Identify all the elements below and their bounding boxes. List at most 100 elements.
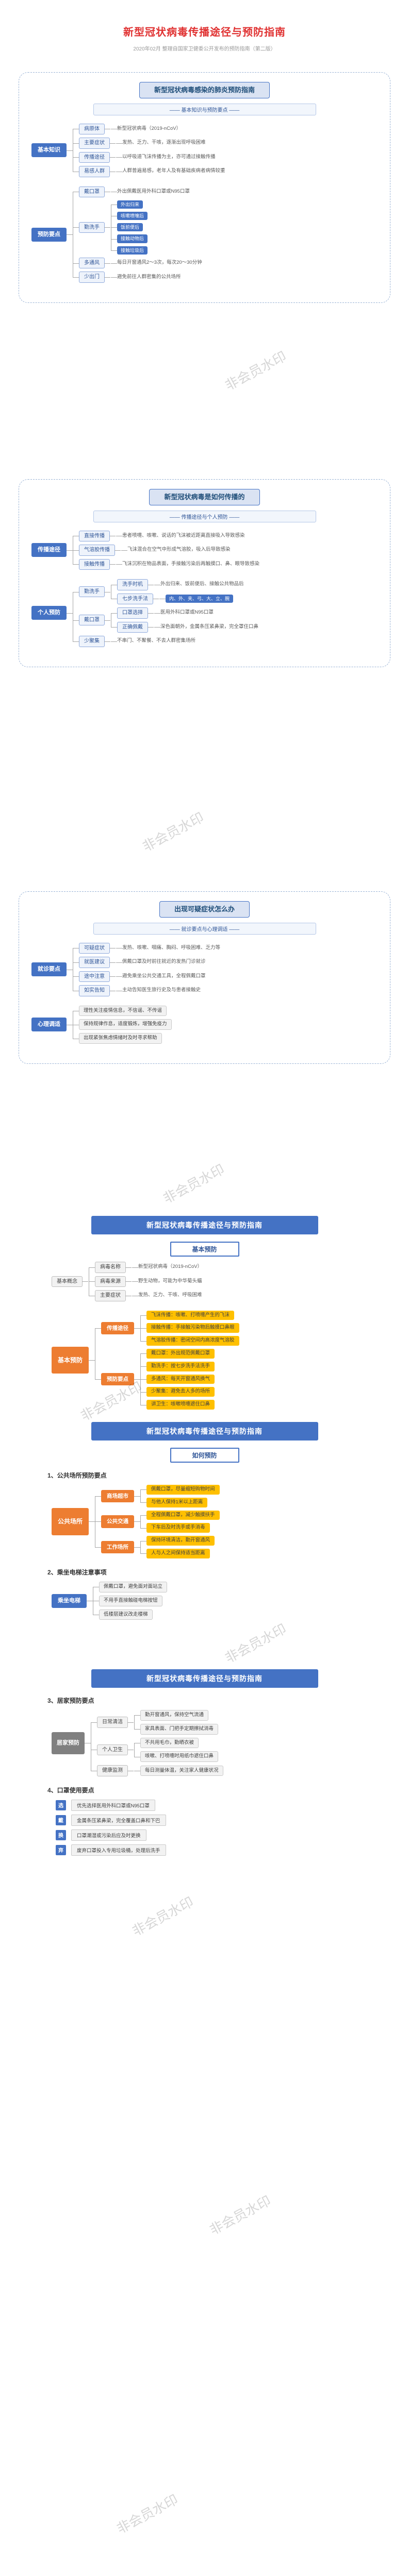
mindmap-node: 正确佩戴: [117, 621, 154, 633]
tree-child: 不共用毛巾，勤晒衣被: [134, 1737, 218, 1750]
tree-child: 新型冠状病毒（2019-nCoV）: [111, 125, 181, 133]
watermark: 非会员水印: [160, 1161, 227, 1207]
tree-branch: 医用外科口罩或N95口罩: [160, 609, 214, 617]
tree-children: 戴口罩外出佩戴医用外科口罩或N95口罩勤洗手外出归来咳嗽喷嚏后饭前便后接触动物后…: [73, 186, 202, 283]
tree-children: 人群普遍易感，老年人及有基础疾病者病情较重: [116, 167, 225, 175]
mindmap-node: 公共场所: [52, 1508, 95, 1535]
mindmap-node: 口罩选择: [117, 607, 154, 619]
tree-branch: 传播途径直接传播患者喷嚏、咳嗽、说话的飞沫被近距离直接吸入导致感染气溶胶传播飞沫…: [31, 530, 382, 570]
tree-branch: 就诊要点可疑症状发热、咳嗽、咽痛、胸闷、呼吸困难、乏力等就医建议佩戴口罩及时前往…: [31, 942, 382, 996]
mindmap-node: 心理调适: [31, 1018, 73, 1032]
mask-step-badge: 戴: [56, 1815, 66, 1825]
section-symptoms: 出现可疑症状怎么办 —— 就诊要点与心理调适 —— 就诊要点可疑症状发热、咳嗽、…: [19, 891, 390, 1064]
tree-branch: 气溶胶传播：密闭空间内高浓度气溶胶: [146, 1336, 239, 1346]
tree-branch: 飞沫传播：咳嗽、打喷嚏产生的飞沫: [146, 1310, 235, 1320]
mindmap-node: 新型冠状病毒（2019-nCoV）: [117, 125, 182, 131]
tree-child: 飞沫沉积在物品表面，手接触污染后再触摸口、鼻、眼导致感染: [116, 561, 259, 568]
tree-child: 勤洗手：按七步洗手法洗手: [140, 1360, 215, 1373]
tree-children: 外出归来咳嗽喷嚏后饭前便后接触动物后接触垃圾后: [111, 200, 148, 255]
tree-branch: 避免前往人群密集的公共场所: [117, 274, 181, 281]
mindmap-node: 基本知识: [31, 143, 73, 157]
tree-child: 避免乘坐公共交通工具，全程佩戴口罩: [116, 973, 206, 980]
mindmap-node: 戴口罩: [79, 614, 110, 626]
tree-children: 佩戴口罩及时前往就近的发热门诊就诊: [116, 958, 206, 966]
mindmap-prevention-points: 预防要点戴口罩外出佩戴医用外科口罩或N95口罩勤洗手外出归来咳嗽喷嚏后饭前便后接…: [31, 186, 382, 283]
mindmap-node: 飞沫沉积在物品表面，手接触污染后再触摸口、鼻、眼导致感染: [122, 561, 260, 567]
tree-branch: 接触动物后: [117, 234, 148, 243]
tree-branch: 少出门避免前往人群密集的公共场所: [79, 272, 181, 283]
tree-children: 深色面朝外，金属条压紧鼻梁，完全罩住口鼻: [154, 623, 258, 631]
tree-children: 保持环境清洁，勤开窗通风人与人之间保持适当距离: [140, 1536, 215, 1558]
tree-child: 口罩选择医用外科口罩或N95口罩: [111, 607, 258, 620]
mindmap-basic-concept: 基本概念病毒名称新型冠状病毒（2019-nCoV）病毒来源野生动物，可能为中华菊…: [52, 1262, 390, 1301]
tree-branch: 戴口罩口罩选择医用外科口罩或N95口罩正确佩戴深色面朝外，金属条压紧鼻梁，完全罩…: [79, 607, 258, 633]
tree-branch: 保持环境清洁，勤开窗通风: [146, 1536, 215, 1546]
mindmap-node: 病原体: [79, 123, 110, 135]
tree-branch: 内、外、夹、弓、大、立、腕: [166, 595, 234, 603]
section-transmission: 新型冠状病毒是如何传播的 —— 传播途径与个人预防 —— 传播途径直接传播患者喷…: [19, 479, 390, 667]
tree-child: 医用外科口罩或N95口罩: [154, 609, 214, 617]
mindmap-node: 下车后及时洗手或手消毒: [146, 1523, 210, 1533]
tree-branch: 途中注意避免乘坐公共交通工具，全程佩戴口罩: [79, 971, 206, 982]
tree-children: 日常清洁勤开窗通风，保持空气流通家具表面、门把手定期擦拭消毒个人卫生不共用毛巾，…: [91, 1710, 223, 1776]
mindmap-node: 佩戴口罩，避免面对面站立: [99, 1581, 168, 1592]
tree-branch: 外出佩戴医用外科口罩或N95口罩: [117, 188, 190, 196]
tree-branch: 病原体 新型冠状病毒（2019-nCoV）: [79, 123, 181, 135]
tree-child: 外出归来: [111, 200, 148, 211]
mindmap-node: 接触传播：手接触污染物后触摸口鼻眼: [146, 1323, 239, 1333]
tree-branch: 家具表面、门把手定期擦拭消毒: [140, 1723, 219, 1735]
tree-child: 健康监测每日测量体温，关注家人健康状况: [91, 1764, 223, 1776]
tree-branch: 人群普遍易感，老年人及有基础疾病者病情较重: [122, 167, 225, 175]
mindmap-node: 预防要点: [101, 1372, 141, 1386]
tree-branch: 飞沫混合在空气中形成气溶胶，吸入后导致感染: [127, 546, 231, 554]
mask-step-text: 金属条压紧鼻梁，完全覆盖口鼻和下巴: [71, 1814, 166, 1826]
tree-children: 传播途径飞沫传播：咳嗽、打喷嚏产生的飞沫接触传播：手接触污染物后触摸口鼻眼气溶胶…: [95, 1310, 239, 1410]
tree-child: 预防要点戴口罩：外出规范佩戴口罩勤洗手：按七步洗手法洗手多通风：每天开窗通风换气…: [95, 1347, 239, 1410]
tree-child: 洗手时机外出归来、饭前便后、接触公共物品后: [111, 579, 244, 591]
tree-child: 少聚集不串门、不聚餐、不去人群密集场所: [73, 634, 258, 647]
mindmap-transmission-routes: 传播途径直接传播患者喷嚏、咳嗽、说话的飞沫被近距离直接吸入导致感染气溶胶传播飞沫…: [31, 530, 382, 570]
mindmap-node: 少出门: [79, 272, 110, 283]
tree-child: 每日测量体温，关注家人健康状况: [134, 1765, 223, 1776]
tree-child: 戴口罩口罩选择医用外科口罩或N95口罩正确佩戴深色面朝外，金属条压紧鼻梁，完全罩…: [73, 606, 258, 635]
tree-children: 飞沫混合在空气中形成气溶胶，吸入后导致感染: [121, 546, 231, 554]
mindmap-node: 与他人保持1米以上距离: [146, 1497, 208, 1507]
tree-branch: 乘坐电梯佩戴口罩，避免面对面站立不用手直接触碰电梯按钮低楼层建议改走楼梯: [52, 1581, 390, 1620]
mindmap-node: 多通风: [79, 257, 110, 269]
tree-child: 商场超市佩戴口罩，尽量缩短购物时间与他人保持1米以上距离: [95, 1485, 220, 1509]
tree-child: 下车后及时洗手或手消毒: [140, 1521, 220, 1533]
tree-branch: 出现紧张焦虑情绪时及时寻求帮助: [79, 1033, 162, 1044]
tree-child: 七步洗手法内、外、夹、弓、大、立、腕: [111, 591, 244, 605]
tree-child: 人与人之间保持适当距离: [140, 1547, 215, 1558]
tree-children: 以呼吸道飞沫传播为主，亦可通过接触传播: [116, 154, 216, 161]
tree-child: 理性关注疫情信息，不信谣、不传谣: [73, 1005, 172, 1018]
tree-children: 佩戴口罩，尽量缩短购物时间与他人保持1米以上距离: [140, 1485, 220, 1507]
mask-usage-list: 选优先选择医用外科口罩或N95口罩戴金属条压紧鼻梁，完全覆盖口鼻和下巴换口罩潮湿…: [56, 1799, 390, 1856]
tree-child: 病毒名称新型冠状病毒（2019-nCoV）: [89, 1262, 202, 1274]
tree-children: 不串门、不聚餐、不去人群密集场所: [111, 637, 195, 645]
tree-children: 佩戴口罩，避免面对面站立不用手直接触碰电梯按钮低楼层建议改走楼梯: [93, 1581, 168, 1620]
tree-branch: 居家预防日常清洁勤开窗通风，保持空气流通家具表面、门把手定期擦拭消毒个人卫生不共…: [52, 1710, 390, 1776]
tree-child: 接触垃圾后: [111, 244, 148, 255]
tree-branch: 工作场所保持环境清洁，勤开窗通风人与人之间保持适当距离: [101, 1536, 215, 1558]
mindmap-node: 健康监测: [97, 1765, 134, 1776]
section-basic-prevention: 新型冠状病毒传播途径与预防指南 基本预防 基本概念病毒名称新型冠状病毒（2019…: [19, 1216, 390, 1419]
tree-branch: 患者喷嚏、咳嗽、说话的飞沫被近距离直接吸入导致感染: [122, 532, 245, 540]
tree-child: 外出佩戴医用外科口罩或N95口罩: [111, 188, 190, 196]
tree-child: 主要症状发热、乏力、干咳、呼吸困难: [89, 1289, 202, 1301]
tree-branch: 基本概念病毒名称新型冠状病毒（2019-nCoV）病毒来源野生动物，可能为中华菊…: [52, 1262, 390, 1301]
tree-children: 口罩选择医用外科口罩或N95口罩正确佩戴深色面朝外，金属条压紧鼻梁，完全罩住口鼻: [111, 607, 258, 633]
mindmap-node: 勤洗手：按七步洗手法洗手: [146, 1361, 215, 1371]
tree-branch: 理性关注疫情信息，不信谣、不传谣: [79, 1005, 167, 1016]
section-subheader: —— 就诊要点与心理调适 ——: [93, 922, 316, 935]
tree-branch: 咳嗽喷嚏后: [117, 212, 148, 221]
mindmap-node: 预防要点: [31, 227, 73, 242]
mindmap-node: 低楼层建议改走楼梯: [99, 1609, 153, 1620]
section-banner: 新型冠状病毒传播途径与预防指南: [91, 1216, 318, 1234]
tree-branch: 戴口罩：外出规范佩戴口罩: [146, 1348, 215, 1359]
tree-branch: 少聚集：避免去人多的场所: [146, 1387, 215, 1397]
tree-children: 内、外、夹、弓、大、立、腕: [159, 595, 234, 603]
mindmap-node: 每日测量体温，关注家人健康状况: [140, 1765, 223, 1776]
tree-child: 避免前往人群密集的公共场所: [111, 274, 181, 281]
tree-branch: 多通风每日开窗通风2～3次，每次20～30分钟: [79, 257, 202, 269]
